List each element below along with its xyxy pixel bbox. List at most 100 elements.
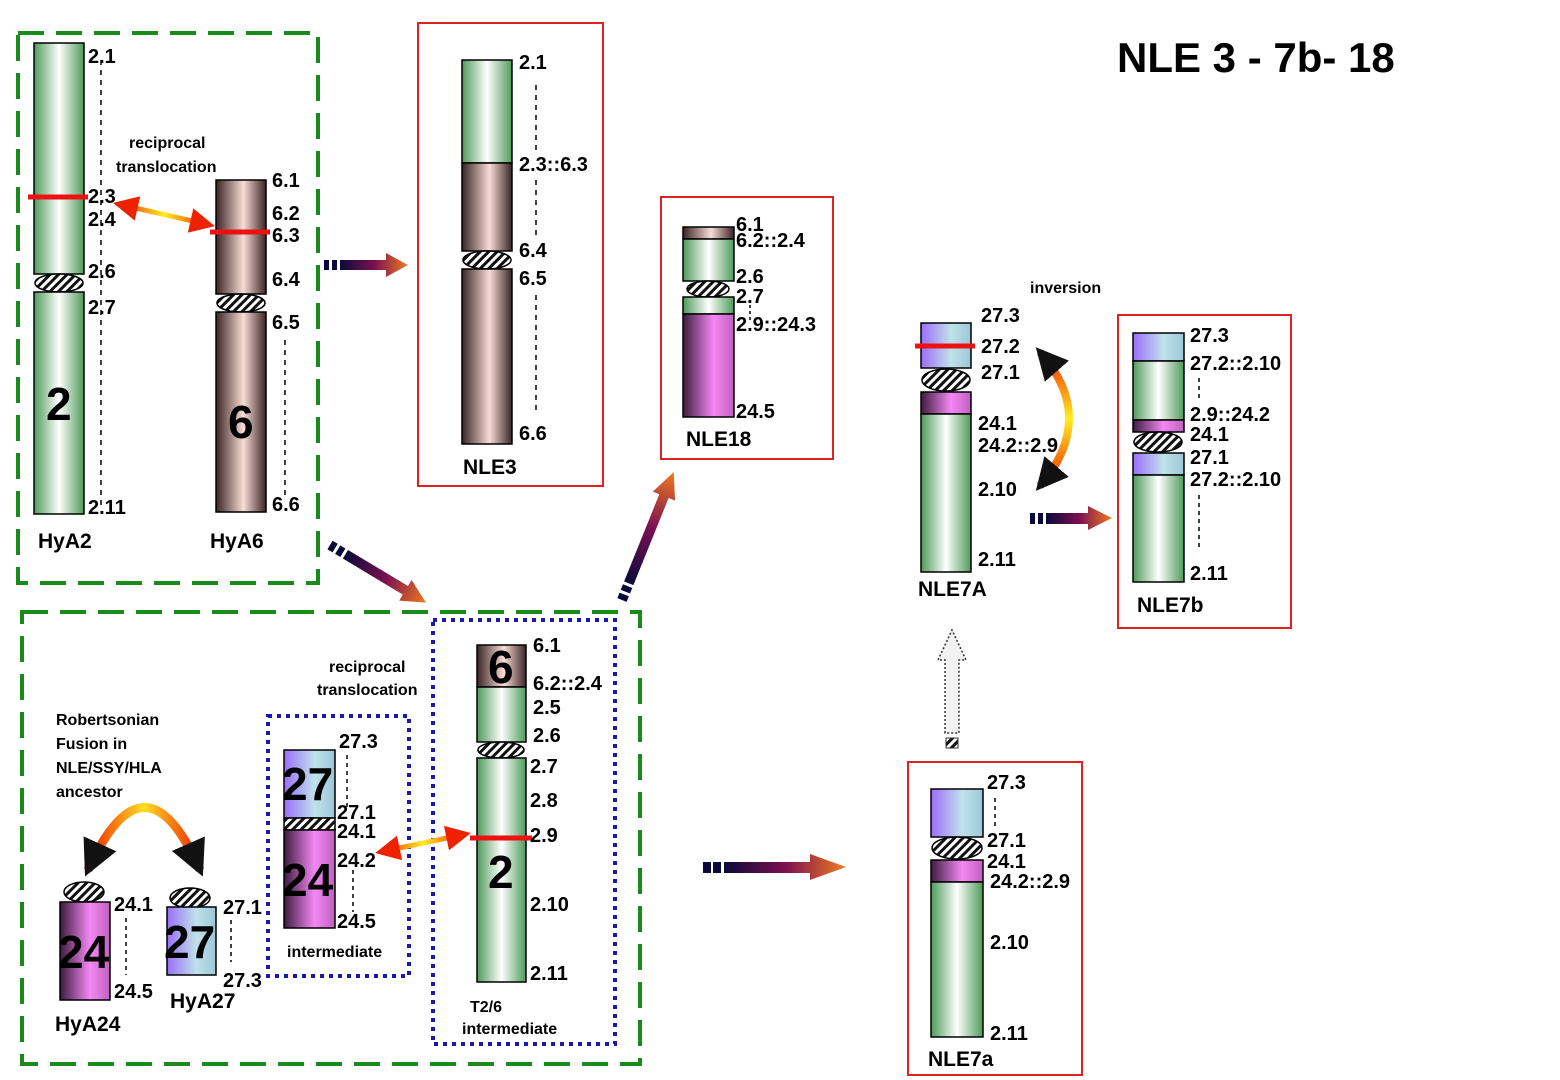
chromosome-t26: 6 2 6.1 6.2::2.4 2.5 2.6 2.7 2.8 2.9 2.1…: [462, 635, 603, 1038]
band-label: 6.2::2.4: [736, 230, 806, 252]
t26-number-6: 6: [488, 641, 514, 693]
intermediate-number-24: 24: [282, 854, 334, 906]
band-label: 24.1: [337, 821, 376, 843]
arrow-to-nle3: [324, 253, 408, 277]
band-label: 6.1: [272, 170, 300, 192]
annotation-inversion: inversion: [1030, 280, 1101, 297]
band-label: 24.1: [1190, 424, 1229, 446]
chromosome-name: NLE7a: [928, 1048, 994, 1071]
chromosome-hya27: 27 27.1 27.3 HyA27: [164, 887, 262, 1013]
band-label: 24.5: [736, 401, 775, 423]
band-label: 27.3: [987, 772, 1026, 794]
chromosome-name: HyA6: [210, 530, 264, 553]
intermediate-label: intermediate: [287, 944, 382, 961]
chromosome-nle7b: 27.3 27.2::2.10 2.9::24.2 24.1 27.1 27.2…: [1132, 325, 1281, 617]
translocation-arrow-top: [113, 196, 215, 233]
band-label: 2.3::6.3: [519, 154, 588, 176]
chromosome-name: NLE18: [686, 428, 752, 451]
band-label: 2.4: [88, 209, 117, 231]
intermediate-number-27: 27: [282, 758, 333, 810]
band-label: 2.9: [530, 825, 558, 847]
band-label: 6.4: [272, 269, 301, 291]
box-nle7b: [1117, 314, 1292, 629]
band-label: 27.3: [981, 305, 1020, 327]
band-label: 27.3: [339, 731, 378, 753]
band-label: 2.11: [530, 963, 568, 985]
band-label: 6.1: [736, 214, 764, 236]
chromosome-name: NLE7b: [1137, 594, 1204, 617]
band-label: 2.5: [533, 697, 561, 719]
group-box-top: [16, 31, 320, 585]
chromosome-name: HyA27: [170, 990, 235, 1013]
band-label: 6.5: [519, 268, 547, 290]
hya6-number: 6: [228, 396, 254, 448]
box-nle3: [417, 22, 604, 487]
arrow-to-nle18: [617, 472, 676, 602]
chromosome-name: HyA2: [38, 530, 92, 553]
arrow-to-nle7a: [703, 854, 846, 880]
translocation-arrow-bottom: [375, 825, 471, 861]
chromosome-nle7a: 27.3 27.1 24.1 24.2::2.9 2.10 2.11 NLE7a: [928, 772, 1070, 1071]
band-label: 2.7: [736, 286, 764, 308]
band-label: 2.6: [533, 725, 561, 747]
band-label: 2.8: [530, 790, 558, 812]
band-label: 27.1: [337, 802, 376, 824]
annotation-robertsonian: Robertsonian: [56, 712, 159, 729]
annotation-reciprocal-bottom: reciprocal: [329, 659, 405, 676]
band-label: 2.9::24.2: [1190, 404, 1270, 426]
band-label: 6.2::2.4: [533, 673, 603, 695]
chromosome-nle18: 6.1 6.2::2.4 2.6 2.7 2.9::24.3 24.5 NLE1…: [682, 214, 816, 451]
annotation-reciprocal-top: reciprocal: [129, 135, 205, 152]
band-label: 2.9::24.3: [736, 314, 816, 336]
band-label: 2.7: [88, 297, 116, 319]
band-label: 6.3: [272, 225, 300, 247]
annotation-ancestor-group: NLE/SSY/HLA: [56, 760, 162, 777]
band-label: 2.6: [736, 266, 764, 288]
band-label: 27.1: [981, 362, 1020, 384]
band-label: 2.10: [530, 894, 569, 916]
band-label: 6.6: [519, 423, 547, 445]
band-label: 27.1: [1190, 447, 1229, 469]
band-label: 2.1: [519, 52, 547, 74]
band-label: 2.11: [990, 1023, 1028, 1045]
chromosome-hya2: 2 2.1 2.3 2.4 2.6 2.7 2.11 HyA2: [28, 42, 126, 553]
fusion-arc-arrow: [83, 803, 205, 877]
band-label: 2.7: [530, 756, 558, 778]
inversion-arc-arrow: [1035, 347, 1073, 491]
chromosome-nle7a-upper: 27.3 27.2 27.1 24.1 24.2::2.9 2.10 2.11 …: [915, 305, 1058, 601]
band-label: 27.1: [223, 897, 262, 919]
chromosome-hya24: 24 24.1 24.5 HyA24: [55, 881, 153, 1036]
arrow-to-nle7b: [1030, 506, 1112, 530]
band-label: 6.4: [519, 240, 548, 262]
band-label: 2.1: [88, 46, 116, 68]
band-label: 27.2: [981, 336, 1020, 358]
band-label: 2.11: [978, 549, 1016, 571]
chromosome-name: NLE3: [463, 456, 517, 479]
band-label: 24.2: [337, 850, 376, 872]
band-label: 2.3: [88, 186, 116, 208]
band-label: 24.2::2.9: [990, 871, 1070, 893]
band-label: 6.1: [533, 635, 561, 657]
chromosome-hya6: 6 6.1 6.2 6.3 6.4 6.5 6.6 HyA6: [210, 170, 301, 553]
arrow-to-t26: [327, 540, 427, 603]
band-label: 2.6: [88, 261, 116, 283]
annotation-translocation-bottom: translocation: [317, 682, 417, 699]
annotation-fusion-in: Fusion in: [56, 736, 127, 753]
chromosome-name: HyA24: [55, 1013, 121, 1036]
box-nle18: [660, 196, 834, 460]
band-label: 27.3: [1190, 325, 1229, 347]
band-label: 6.5: [272, 312, 300, 334]
band-label: 6.6: [272, 494, 300, 516]
chromosome-name: NLE7A: [918, 578, 987, 601]
band-label: 24.5: [337, 911, 376, 933]
hya2-number: 2: [46, 378, 72, 430]
group-box-bottom: [20, 610, 642, 1066]
hya27-number: 27: [164, 916, 215, 968]
band-label: 27.2::2.10: [1190, 353, 1281, 375]
t26-label-2: intermediate: [462, 1021, 557, 1038]
band-label: 2.11: [88, 497, 126, 519]
band-label: 24.1: [987, 851, 1026, 873]
band-label: 2.11: [1190, 563, 1228, 585]
band-label: 27.1: [987, 830, 1026, 852]
